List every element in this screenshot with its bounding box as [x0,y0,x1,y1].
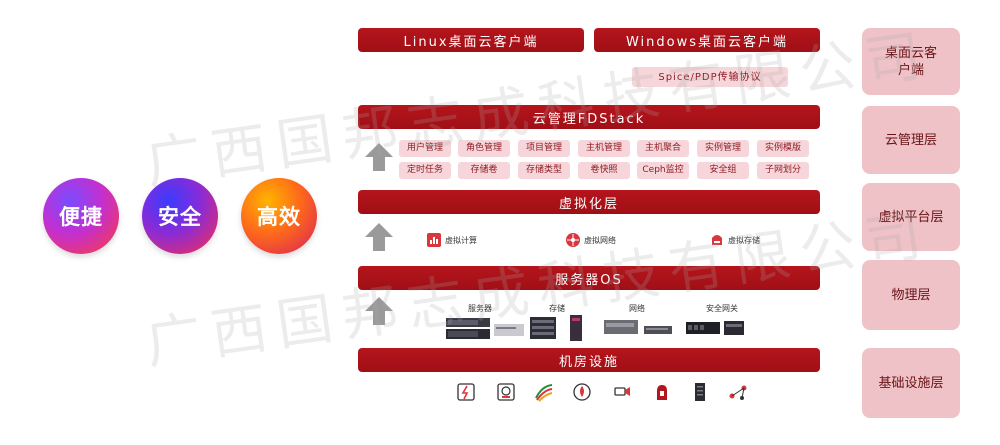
power-icon [457,383,475,401]
hardware-label-server: 服务器 [468,304,492,313]
up-arrow-icon [365,143,393,171]
cloud-module-tag: 实例管理 [697,140,749,157]
protocol-label: Spice/PDP传输协议 [658,71,762,83]
layer-virtual-platform-label: 虚拟平台层 [878,209,944,225]
cloud-module-label: 子网划分 [764,165,801,175]
cloud-module-label: 卷快照 [590,165,618,175]
cabling-icon [535,384,553,402]
layer-cloud-mgmt-label: 云管理层 [884,132,937,148]
value-convenient-label: 便捷 [59,205,103,229]
layer-infrastructure-label: 基础设施层 [878,375,944,391]
virtual-storage-item: 虚拟存储 [710,233,760,247]
hardware-label-storage: 存储 [549,304,565,313]
cloud-module-tag: 子网划分 [757,162,809,179]
cloud-module-tag: 存储类型 [518,162,570,179]
cloud-module-label: 主机管理 [585,143,622,153]
cloud-module-label: 实例管理 [704,143,741,153]
value-secure-circle: 安全 [142,178,218,254]
layer-virtual-platform: 虚拟平台层 [862,183,960,251]
layer-physical-label: 物理层 [891,287,931,303]
cloud-module-tag: 项目管理 [518,140,570,157]
cloud-module-label: 安全组 [709,165,737,175]
cloud-module-tag: 用户管理 [399,140,451,157]
network-topology-icon [729,385,747,400]
up-arrow-icon [365,223,393,251]
layer-desktop-client: 桌面云客户端 [862,28,960,95]
cloud-module-tag: 主机聚合 [637,140,689,157]
cloud-module-label: 用户管理 [406,143,443,153]
layer-physical: 物理层 [862,260,960,330]
cloud-module-tag: 定时任务 [399,162,451,179]
hardware-label-gateway: 安全网关 [706,304,738,313]
cloud-module-tag: Ceph监控 [637,162,689,179]
linux-client-bar: Linux桌面云客户端 [358,28,584,52]
cloud-module-tag: 主机管理 [578,140,630,157]
protocol-tag: Spice/PDP传输协议 [632,67,788,87]
layer-cloud-mgmt: 云管理层 [862,106,960,174]
cloud-module-tag: 角色管理 [458,140,510,157]
security-gateway-icon [686,321,744,335]
cloud-mgmt-bar: 云管理FDStack [358,105,820,129]
virtual-compute-item: 虚拟计算 [427,233,477,247]
cloud-module-tag: 实例模版 [757,140,809,157]
facility-bar: 机房设施 [358,348,820,372]
access-control-icon [657,385,667,400]
cloud-mgmt-title: 云管理FDStack [532,111,646,127]
cloud-module-tag: 卷快照 [578,162,630,179]
cloud-module-label: 定时任务 [406,165,443,175]
windows-client-bar: Windows桌面云客户端 [594,28,820,52]
cloud-module-label: 实例模版 [764,143,801,153]
hvac-icon [497,383,515,401]
value-efficient-label: 高效 [257,205,301,229]
value-efficient-circle: 高效 [241,178,317,254]
linux-client-label: Linux桌面云客户端 [403,34,539,50]
virtual-network-item: 虚拟网络 [566,233,616,247]
virtual-network-label: 虚拟网络 [584,235,616,245]
up-arrow-icon [365,297,393,325]
storage-icon [712,235,722,245]
virtual-storage-label: 虚拟存储 [728,235,760,245]
facility-title: 机房设施 [558,354,619,370]
server-os-bar: 服务器OS [358,266,820,290]
windows-client-label: Windows桌面云客户端 [625,34,789,50]
cabinet-icon [695,383,705,401]
cloud-module-label: 项目管理 [525,143,562,153]
surveillance-icon [614,387,630,396]
bar-chart-icon [427,233,441,247]
storage-device-icon [530,315,582,341]
server-rack-icon [446,318,524,339]
value-convenient-circle: 便捷 [43,178,119,254]
virtualization-bar: 虚拟化层 [358,190,820,214]
network-switch-icon [604,320,672,334]
cloud-module-label: 存储卷 [470,165,498,175]
cloud-module-label: 主机聚合 [644,143,681,153]
layer-desktop-client-label: 桌面云客户端 [884,45,937,78]
network-icon [566,233,580,247]
virtualization-title: 虚拟化层 [558,196,619,212]
fire-suppression-icon [573,383,591,401]
cloud-module-tag: 存储卷 [458,162,510,179]
cloud-module-label: 存储类型 [525,165,562,175]
hardware-label-network: 网络 [629,304,645,313]
server-os-title: 服务器OS [555,272,623,288]
virtual-compute-label: 虚拟计算 [445,235,477,245]
value-secure-label: 安全 [158,205,202,229]
cloud-module-label: Ceph监控 [642,165,684,175]
cloud-module-tag: 安全组 [697,162,749,179]
layer-infrastructure: 基础设施层 [862,348,960,418]
cloud-module-label: 角色管理 [465,143,502,153]
